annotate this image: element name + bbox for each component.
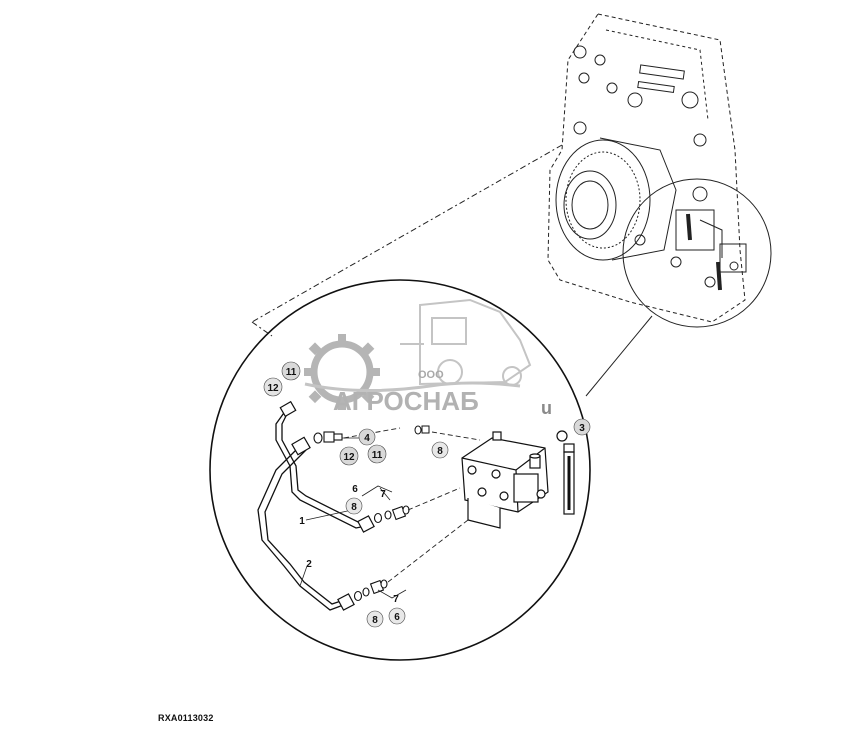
callout-4: 4: [358, 428, 376, 446]
callout-6-upper: 6: [352, 484, 358, 495]
callout-8-top: 8: [431, 441, 449, 459]
watermark-logo: ООО АГРОСНАБ u: [304, 298, 552, 418]
svg-text:12: 12: [267, 383, 279, 394]
svg-text:8: 8: [372, 615, 378, 626]
callout-7-lower: 7: [393, 594, 399, 605]
callout-1: 1: [299, 516, 305, 527]
svg-text:11: 11: [286, 367, 297, 378]
svg-text:12: 12: [343, 452, 355, 463]
figure-id-label: RXA0113032: [158, 713, 214, 723]
svg-text:1: 1: [299, 516, 305, 527]
svg-text:6: 6: [394, 612, 400, 623]
svg-text:2: 2: [306, 559, 312, 570]
valve-block: [461, 431, 549, 529]
harvester-icon: [400, 298, 532, 386]
callout-6-lower: 6: [388, 607, 406, 625]
svg-text:8: 8: [437, 446, 443, 457]
watermark-brand: АГРОСНАБ: [333, 386, 479, 416]
callout-11-mid: 11: [367, 444, 387, 464]
detail-circle-small: [622, 178, 772, 328]
hydraulic-tube-2: [257, 445, 347, 611]
watermark-ooo: ООО: [418, 369, 444, 381]
svg-text:7: 7: [393, 594, 399, 605]
callout-11-top: 11: [281, 361, 301, 381]
callout-12-top: 12: [263, 377, 283, 397]
svg-text:6: 6: [352, 484, 358, 495]
fitting-group-lower: [353, 579, 388, 602]
svg-text:3: 3: [579, 423, 585, 434]
callout-3: 3: [573, 418, 591, 436]
svg-text:11: 11: [372, 450, 383, 461]
callout-12-mid: 12: [339, 446, 359, 466]
callout-2: 2: [306, 559, 312, 570]
fitting-group-upper: [313, 431, 410, 524]
detail-circle-large: [209, 279, 591, 661]
svg-text:8: 8: [351, 502, 357, 513]
hydraulic-hose: [556, 430, 575, 515]
svg-text:7: 7: [380, 489, 386, 500]
callout-7-upper: 7: [380, 489, 386, 500]
gear-housing: [547, 13, 747, 323]
svg-text:4: 4: [364, 433, 370, 444]
callout-8-lower: 8: [366, 610, 384, 628]
hydraulic-tube-1: [275, 407, 369, 529]
callout-8-upper: 8: [345, 497, 363, 515]
tube-fittings: [279, 400, 375, 611]
small-fitting-8-top: [414, 425, 430, 435]
leader-lines: [343, 427, 481, 583]
watermark-suffix: u: [541, 398, 552, 418]
projection-lines: [251, 144, 653, 397]
callout-leaders: [299, 437, 407, 599]
